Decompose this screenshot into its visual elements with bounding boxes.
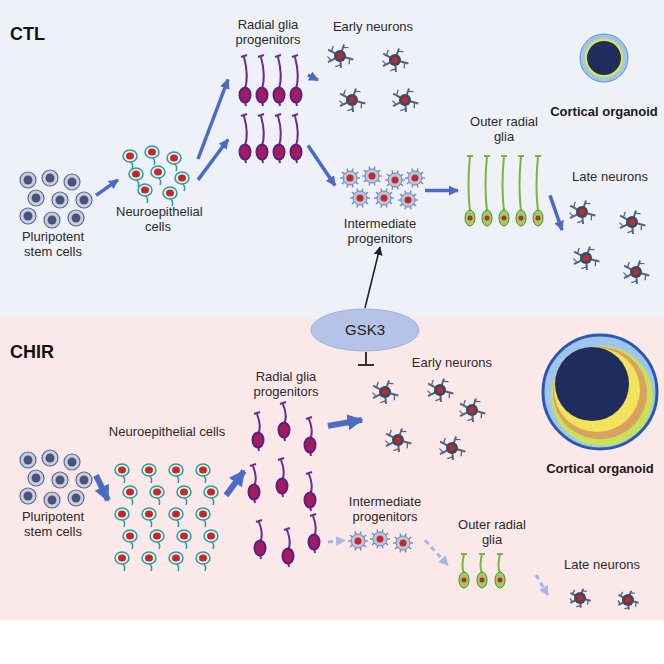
arrow-connector: [425, 540, 448, 565]
panel-title: CHIR: [10, 342, 54, 363]
arrow-connector: [308, 75, 318, 80]
arrow-connector: [96, 475, 108, 500]
cells: [20, 34, 657, 610]
cell-label: Radial glia progenitors: [228, 18, 308, 48]
cell-group: Neuroepithelial cells: [108, 425, 226, 585]
cell-group: Early neurons: [362, 356, 492, 468]
cell-group: Radial glia progenitors: [228, 18, 308, 168]
cell-label: Outer radial glia: [450, 518, 534, 548]
cell-label: Outer radial glia: [462, 115, 546, 145]
arrow-connector: [365, 247, 380, 308]
condition-panel: CHIR Pluripotent stem cells Neuroepithelia…: [0, 318, 664, 620]
cell-label: Radial glia progenitors: [246, 370, 326, 400]
cell-label: Late neurons: [552, 558, 652, 573]
organoid-group: Cortical organoid: [550, 30, 658, 120]
arrow-connector: [308, 146, 335, 186]
cell-group: Outer radial glia: [448, 518, 536, 592]
cell-label: Cortical organoid: [550, 105, 658, 120]
cell-label: Intermediate progenitors: [334, 217, 426, 247]
cell-label: Cortical organoid: [540, 462, 660, 477]
cell-label: Pluripotent stem cells: [17, 230, 89, 260]
arrow-connector: [328, 540, 345, 542]
organoid-group: Cortical organoid: [540, 335, 660, 477]
panel-title: CTL: [10, 24, 45, 45]
arrow-connector: [536, 575, 548, 595]
cell-label: Intermediate progenitors: [339, 495, 431, 525]
cell-group: Radial glia progenitors: [244, 370, 328, 585]
cell-label: Pluripotent stem cells: [17, 510, 89, 540]
cell-label: Late neurons: [562, 170, 658, 185]
cell-label: Neuroepithelial cells: [102, 425, 232, 440]
cell-group: Late neurons: [548, 558, 656, 616]
cell-label: Early neurons: [318, 20, 428, 35]
arrow-connector: [198, 140, 228, 180]
arrow-connector: [96, 180, 118, 196]
cell-group: Intermediate progenitors: [335, 165, 425, 247]
cell-group: Pluripotent stem cells: [10, 445, 96, 540]
arrow-connector: [226, 471, 244, 495]
cell-group: Pluripotent stem cells: [10, 165, 96, 260]
condition-panel: CTL Pluripotent stem cells Neuroepithelial…: [0, 0, 664, 318]
cell-group: Intermediate progenitors: [345, 495, 425, 557]
cell-label: Neuroepithelial cells: [116, 205, 200, 235]
enzyme-label: GSK3: [345, 321, 385, 338]
cell-group: Outer radial glia: [458, 115, 550, 235]
cell-group: Neuroepithelial cells: [118, 140, 198, 235]
enzyme-ellipse: GSK3: [310, 308, 420, 352]
cell-group: Early neurons: [318, 20, 428, 120]
cell-label: Early neurons: [392, 356, 492, 371]
arrow-connector: [550, 195, 562, 230]
arrow-connector: [425, 189, 458, 193]
arrow-connector: [328, 420, 362, 426]
cell-group: Late neurons: [562, 170, 658, 295]
